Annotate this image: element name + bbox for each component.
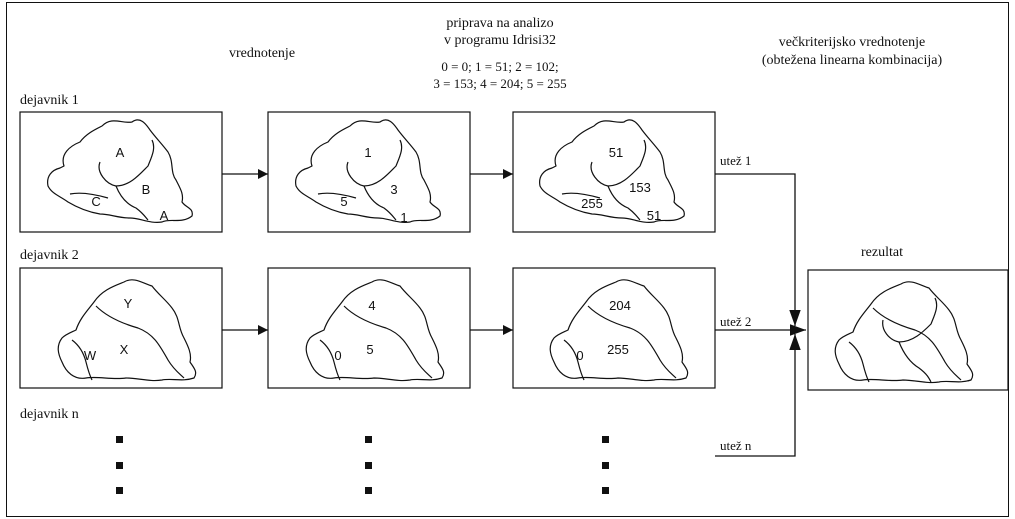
weight-label-n: utež n: [720, 438, 752, 453]
row2-map1: Y X W: [57, 279, 197, 382]
row1-map3-label-4: 51: [647, 208, 661, 223]
row1-map2: 1 3 5 1: [295, 119, 441, 225]
result-map: [834, 281, 974, 384]
row1-map1-label-4: A: [160, 208, 169, 223]
row-n-col3-ellipsis: [602, 436, 609, 494]
row1-map2-label-4: 1: [400, 210, 407, 225]
weight-label-1: utež 1: [720, 153, 751, 168]
row-label-dejavnik-2: dejavnik 2: [20, 248, 79, 263]
weight-line-1: [715, 173, 801, 326]
row2-box3: [512, 267, 716, 389]
row2-map3-label-3: 0: [576, 348, 583, 363]
row1-map3-label-3: 255: [581, 196, 603, 211]
header-rezultat: rezultat: [861, 245, 903, 260]
row2-map1-label-3: W: [84, 348, 97, 363]
outer-border: [6, 2, 1009, 517]
weight-label-2: utež 2: [720, 314, 751, 329]
row1-map3-label-1: 51: [609, 145, 623, 160]
row-n-col2-ellipsis: [365, 436, 372, 494]
row2-map3-label-2: 255: [607, 342, 629, 357]
row1-map2-label-2: 3: [390, 182, 397, 197]
row2-map3-label-1: 204: [609, 298, 631, 313]
row2-map1-label-1: Y: [124, 296, 133, 311]
row1-map2-label-1: 1: [364, 145, 371, 160]
header-priprava-line1: priprava na analizo: [446, 16, 553, 31]
row1-map1: A B C A: [47, 119, 193, 224]
weight-line-n: [715, 334, 801, 457]
row2-map2: 4 5 0: [305, 279, 445, 382]
row2-map3: 204 255 0: [549, 279, 689, 382]
row1-box3: [512, 111, 716, 233]
row2-box1: [19, 267, 223, 389]
row1-map3: 51 153 255 51: [539, 119, 685, 224]
row1-map1-label-2: B: [142, 182, 151, 197]
row1-box2: [267, 111, 471, 233]
row2-map2-label-1: 4: [368, 298, 375, 313]
row1-map1-label-3: C: [91, 194, 100, 209]
row1-map1-label-1: A: [116, 145, 125, 160]
row-label-dejavnik-1: dejavnik 1: [20, 93, 79, 108]
header-veckriterijsko-line1: večkriterijsko vrednotenje: [779, 35, 926, 50]
row2-box2: [267, 267, 471, 389]
row2-map2-label-2: 5: [366, 342, 373, 357]
row2-map2-label-3: 0: [334, 348, 341, 363]
row2-map1-label-2: X: [120, 342, 129, 357]
row1-map2-label-3: 5: [340, 194, 347, 209]
mapping-line1: 0 = 0; 1 = 51; 2 = 102;: [441, 59, 558, 74]
row1-box1: [19, 111, 223, 233]
row-label-dejavnik-n: dejavnik n: [20, 407, 79, 422]
row-n-col1-ellipsis: [116, 436, 123, 494]
result-box: [807, 269, 1009, 391]
header-priprava-line2: v programu Idrisi32: [444, 33, 556, 48]
header-vrednotenje: vrednotenje: [229, 46, 295, 61]
mapping-line2: 3 = 153; 4 = 204; 5 = 255: [433, 76, 566, 91]
header-veckriterijsko-line2: (obtežena linearna kombinacija): [762, 53, 943, 68]
row1-map3-label-2: 153: [629, 180, 651, 195]
